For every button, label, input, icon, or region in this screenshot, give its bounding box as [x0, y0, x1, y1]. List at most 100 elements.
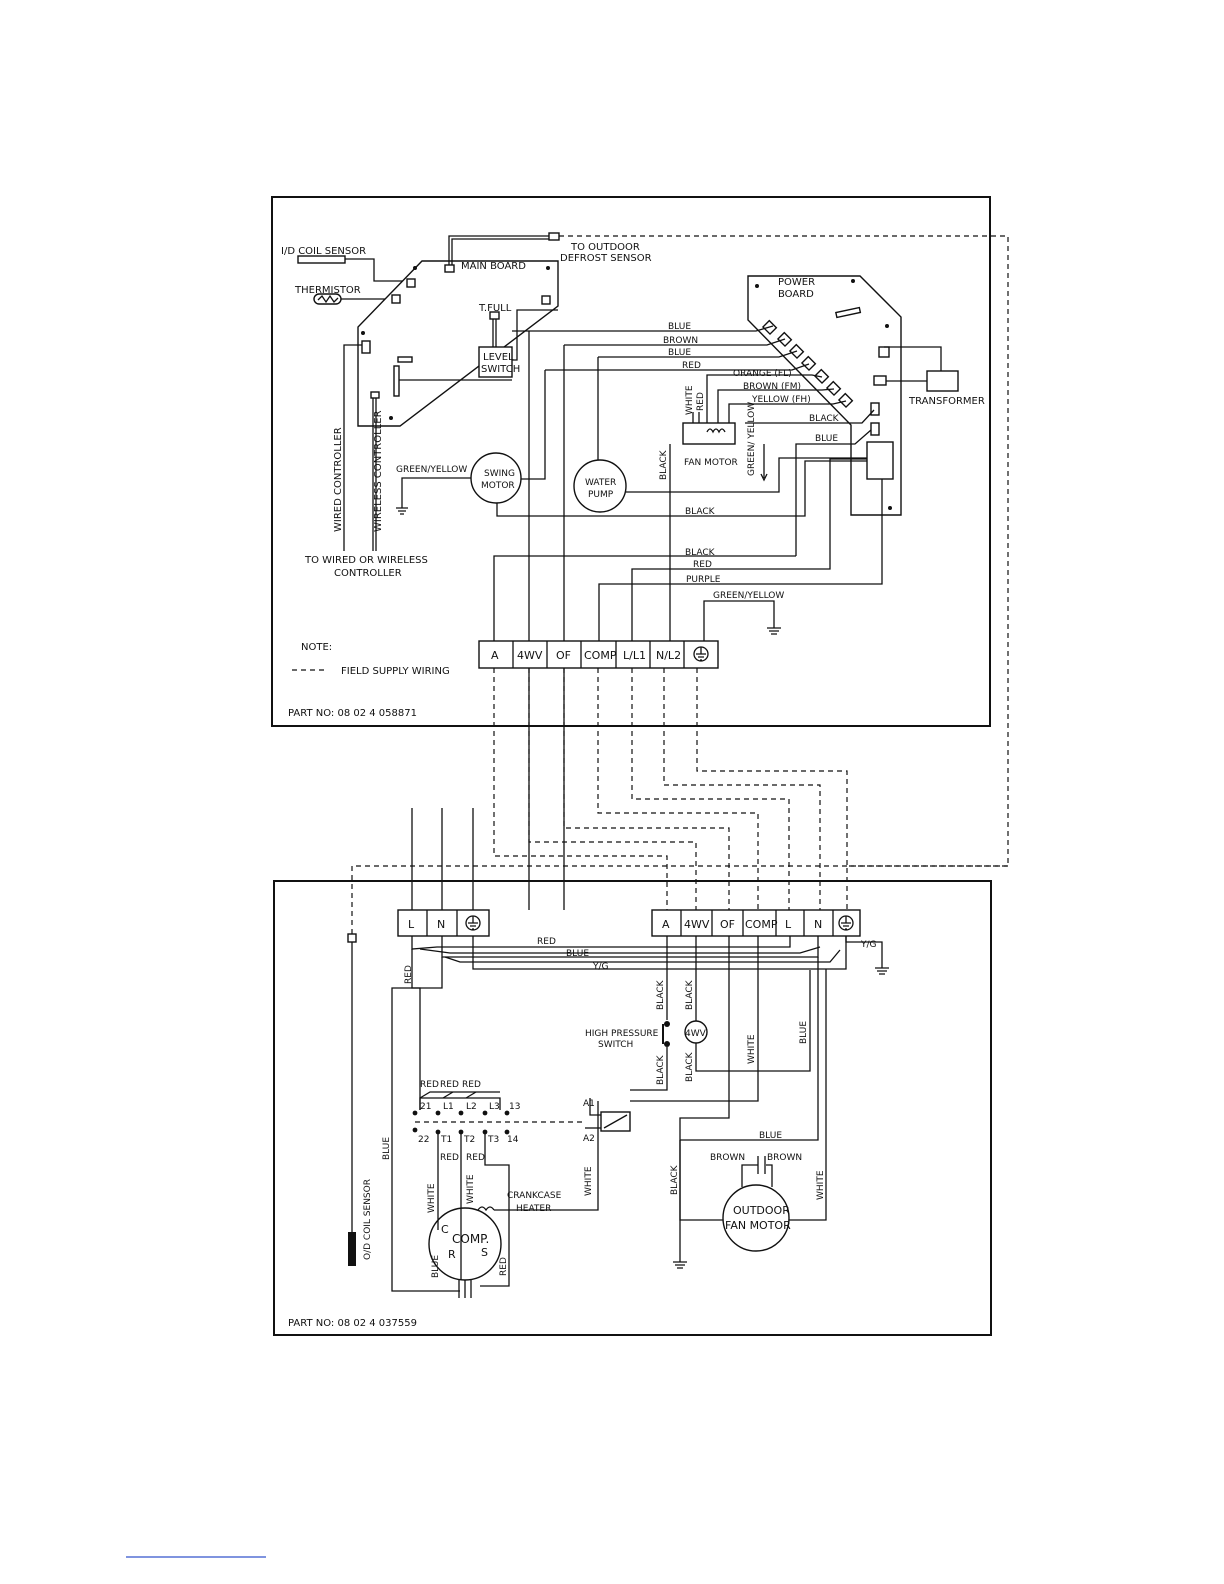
compressor-terminal-s: S — [481, 1246, 488, 1259]
indoor-terminal-l-l1: L/L1 — [623, 649, 646, 662]
outdoor-wire-blue-fan: BLUE — [759, 1131, 782, 1141]
wire-yellow-fh: YELLOW (FH) — [751, 395, 811, 405]
wireless-controller-label: WIRELESS CONTROLLER — [373, 410, 384, 532]
id-coil-sensor — [297, 255, 346, 264]
contact-l3: L3 — [489, 1102, 500, 1112]
fan-motor — [682, 422, 736, 445]
to-controller-label-2: CONTROLLER — [334, 568, 402, 579]
water-pump-label-2: PUMP — [588, 490, 614, 500]
outdoor-wire-white-fan: WHITE — [816, 1170, 826, 1200]
field-wire-a — [493, 668, 668, 910]
wire-blue-pb: BLUE — [815, 434, 838, 444]
outdoor-wire-red-comp: RED — [499, 1257, 509, 1276]
wire-red-2: RED — [693, 560, 712, 570]
outdoor-wire-yg-right: Y/G — [860, 940, 877, 950]
power-board-label-1: POWER — [778, 277, 815, 288]
t-full-label: T.FULL — [478, 303, 512, 314]
outdoor-wire-blue-v: BLUE — [799, 1021, 809, 1044]
level-switch — [478, 346, 513, 378]
power-board-label-2: BOARD — [778, 289, 814, 300]
wire-black-pb: BLACK — [809, 414, 840, 424]
id-coil-sensor-label: I/D COIL SENSOR — [281, 246, 366, 257]
outdoor-terminal-of: OF — [720, 918, 735, 931]
field-wire-of — [563, 668, 730, 910]
outdoor-wire-red-top-1: RED — [420, 1080, 439, 1090]
wire-purple: PURPLE — [686, 575, 721, 585]
outdoor-power-terminal-l: L — [408, 918, 415, 931]
od-coil-sensor-label: O/D COIL SENSOR — [363, 1179, 373, 1260]
water-pump — [573, 459, 627, 513]
outdoor-wire-red-top-2: RED — [440, 1080, 459, 1090]
outdoor-control-terminals: A 4WV OF COMP L N — [651, 909, 861, 937]
outdoor-wire-white-v: WHITE — [747, 1034, 757, 1064]
outdoor-wire-white-comp-2: WHITE — [466, 1174, 476, 1204]
swing-motor-label-1: SWING — [484, 469, 515, 479]
wire-black-2: BLACK — [685, 548, 716, 558]
level-switch-label-1: LEVEL — [483, 352, 514, 363]
outdoor-terminal-comp: COMP — [745, 918, 778, 931]
indoor-terminal-of: OF — [556, 649, 571, 662]
outdoor-wire-blue-comp: BLUE — [431, 1255, 441, 1278]
main-board-label: MAIN BOARD — [461, 261, 526, 272]
outdoor-power-terminals: L N — [397, 909, 490, 937]
outdoor-wire-white-comp-1: WHITE — [427, 1183, 437, 1213]
wire-brown-fm: BROWN (FM) — [743, 382, 801, 392]
outdoor-fan-label-2: FAN MOTOR — [725, 1219, 791, 1232]
contact-t2: T2 — [463, 1135, 475, 1145]
contactor: 21 L1 L2 L3 13 22 T1 T2 T3 14 RED RED RE… — [412, 1080, 585, 1163]
field-wire-l — [631, 668, 790, 910]
indoor-terminal-block: A 4WV OF COMP L/L1 N/L2 — [478, 640, 719, 669]
contact-22: 22 — [418, 1135, 429, 1145]
outdoor-wire-blue-h: BLUE — [566, 949, 589, 959]
compressor-label: COMP. — [452, 1232, 489, 1246]
outdoor-fan-label-1: OUTDOOR — [733, 1204, 790, 1217]
wire-blue-1: BLUE — [668, 322, 691, 332]
to-controller-label-1: TO WIRED OR WIRELESS — [304, 555, 428, 566]
outdoor-terminal-l: L — [785, 918, 792, 931]
thermistor-label: THERMISTOR — [294, 285, 361, 296]
outdoor-wire-white-cc: WHITE — [584, 1166, 594, 1196]
outdoor-part-no: PART NO: 08 02 4 037559 — [288, 1318, 417, 1329]
crankcase-label-1: CRANKCASE — [507, 1191, 562, 1201]
outdoor-power-terminal-n: N — [437, 918, 445, 931]
wire-red-v: RED — [696, 392, 706, 411]
outdoor-terminal-n: N — [814, 918, 822, 931]
outdoor-panel — [273, 880, 992, 1336]
contact-t1: T1 — [440, 1135, 452, 1145]
water-pump-label-1: WATER — [585, 478, 616, 488]
field-wire-4wv — [528, 668, 697, 910]
indoor-terminal-a: A — [491, 649, 499, 662]
level-switch-label-2: SWITCH — [481, 364, 520, 375]
outdoor-wire-red-h: RED — [537, 937, 556, 947]
compressor-terminal-r: R — [448, 1248, 456, 1261]
high-pressure-label-1: HIGH PRESSURE — [585, 1029, 659, 1039]
outdoor-wire-black-1: BLACK — [656, 979, 666, 1010]
wire-brown: BROWN — [663, 336, 698, 346]
outdoor-wire-black-4: BLACK — [685, 1051, 695, 1082]
contact-l1: L1 — [443, 1102, 454, 1112]
to-outdoor-label-2: DEFROST SENSOR — [560, 253, 652, 264]
field-wire-comp — [597, 668, 759, 910]
contact-13: 13 — [509, 1102, 520, 1112]
contact-21: 21 — [420, 1102, 431, 1112]
contact-t3: T3 — [487, 1135, 499, 1145]
outdoor-wire-black-fan: BLACK — [670, 1164, 680, 1195]
wired-controller-label: WIRED CONTROLLER — [333, 427, 344, 532]
outdoor-wire-red-bot-2: RED — [466, 1153, 485, 1163]
compressor-terminal-c: C — [441, 1223, 449, 1236]
transformer — [926, 370, 959, 392]
outdoor-wire-red-v: RED — [404, 965, 414, 984]
to-outdoor-label-1: TO OUTDOOR — [570, 242, 640, 253]
wire-green-yellow-v-1: GREEN/ YELLOW — [747, 402, 757, 476]
wire-black-1: BLACK — [685, 507, 716, 517]
wire-green-yellow-swing: GREEN/YELLOW — [396, 465, 467, 475]
wire-black-v: BLACK — [659, 449, 669, 480]
outdoor-wire-brown-1: BROWN — [710, 1153, 745, 1163]
outdoor-terminal-4wv: 4WV — [684, 918, 710, 931]
wire-white: WHITE — [685, 385, 695, 415]
fan-motor-label: FAN MOTOR — [684, 458, 738, 468]
wire-green-yellow-gnd: GREEN/YELLOW — [713, 591, 784, 601]
field-wire-gnd — [696, 668, 848, 866]
indoor-panel — [271, 196, 991, 727]
